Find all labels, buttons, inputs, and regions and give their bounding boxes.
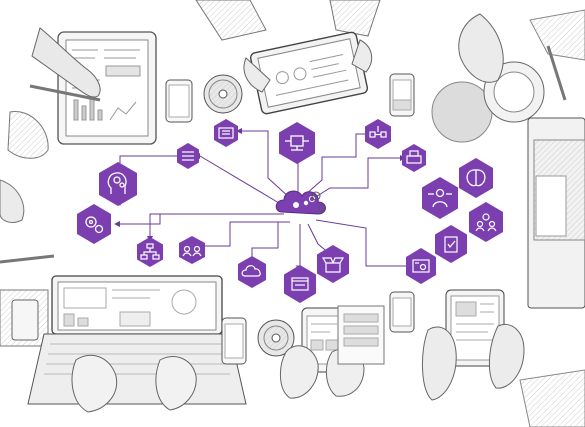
people-chat-icon [182, 245, 202, 257]
laptop-bottom-left [27, 275, 247, 413]
hex-node-web-window [284, 265, 316, 303]
cloud-upload-icon [241, 265, 261, 277]
hex-node-document-list [214, 119, 238, 147]
tablet-top-center [195, 0, 381, 115]
gears-icon [85, 216, 104, 234]
network-diagram-icon [140, 243, 160, 260]
phone-bottom-left [221, 317, 247, 365]
presenter-icon [428, 188, 452, 208]
hex-node-people-chat [179, 236, 205, 264]
hex-node-head-gears [99, 162, 137, 206]
open-box-icon [321, 257, 345, 273]
connector-lines [119, 130, 410, 267]
tablet-bottom-right [421, 289, 585, 427]
document-list-icon [218, 127, 234, 139]
hex-node-clipboard-check [435, 225, 467, 263]
monitor-right [527, 117, 585, 309]
phone-top [165, 79, 193, 123]
clipboard-check-icon [444, 236, 458, 253]
paper-stack-bottom [337, 305, 385, 365]
hex-node-document-lines [177, 143, 199, 169]
hub-cloud [275, 190, 326, 215]
hex-node-network-diagram [137, 237, 163, 267]
head-gears-icon [107, 172, 127, 194]
coffee-cup [431, 9, 585, 143]
hex-node-process-flow [365, 119, 391, 149]
printer-icon [406, 150, 422, 164]
hex-node-gears [77, 204, 111, 244]
web-window-icon [291, 277, 309, 291]
tablet-top-left [7, 27, 157, 159]
phone-bottom-center [280, 307, 365, 399]
left-objects [0, 179, 55, 347]
settings-window-icon [412, 259, 430, 273]
phone-bottom-right [389, 291, 415, 333]
team-icon [475, 213, 497, 232]
hex-node-team [469, 202, 503, 242]
hex-node-presenter [422, 177, 458, 219]
cloud-gears-outer-icon [311, 191, 326, 212]
hex-node-cloud-upload [238, 256, 266, 288]
round-object-bottom [257, 319, 295, 357]
document-lines-icon [182, 151, 194, 161]
round-object-top [203, 74, 243, 114]
hex-node-settings-window [406, 248, 436, 284]
process-flow-icon [369, 126, 387, 138]
monitor-flow-icon [285, 135, 309, 151]
brain-icon [466, 169, 486, 187]
hex-node-monitor-flow [279, 122, 315, 164]
hex-node-open-box [317, 245, 349, 283]
hex-node-printer [402, 144, 426, 172]
hex-node-brain [459, 158, 493, 198]
phone-top-right [389, 73, 415, 117]
